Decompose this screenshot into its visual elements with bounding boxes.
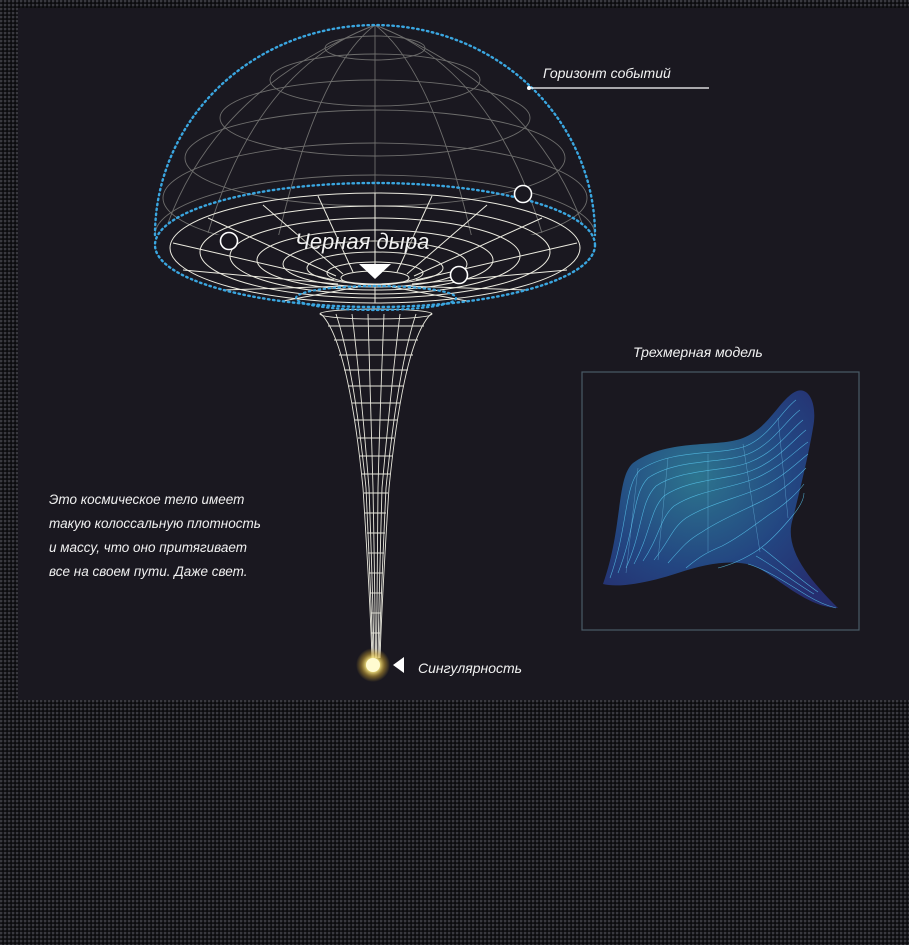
black-hole-pointer-icon (359, 264, 391, 279)
black-hole-diagram (153, 23, 860, 682)
dome-grid (155, 25, 595, 235)
description-line: Это космическое тело имеет (49, 492, 245, 507)
disc-grid (169, 192, 581, 304)
diagram-panel: Горизонт событий Черная дыра Трехмерная … (18, 8, 909, 700)
model-title: Трехмерная модель (633, 344, 763, 360)
singularity-label: Сингулярность (418, 660, 523, 676)
event-horizon-label: Горизонт событий (543, 65, 671, 81)
description-line: и массу, что оно притягивает (49, 540, 248, 555)
funnel-grid (319, 308, 433, 659)
horizon-leader-line (527, 86, 709, 90)
orbit-markers (219, 184, 533, 285)
funnel-rim (294, 284, 458, 312)
singularity-pointer-icon (393, 657, 404, 673)
model-frame (581, 371, 860, 631)
description-text: Это космическое тело имеет такую колосса… (49, 488, 339, 584)
event-horizon-rim (153, 181, 597, 309)
black-hole-label: Черная дыра (295, 229, 430, 254)
event-horizon-dome (153, 23, 597, 237)
description-line: все на своем пути. Даже свет. (49, 564, 248, 579)
model-surface (603, 390, 838, 609)
description-line: такую колоссальную плотность (49, 516, 261, 531)
